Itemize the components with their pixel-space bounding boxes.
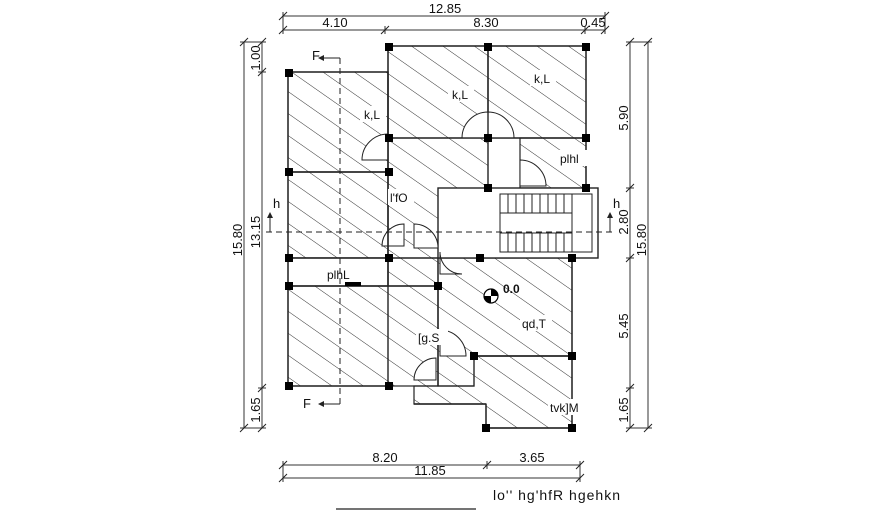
- level-marker-icon: [483, 288, 499, 304]
- bottom-dimension-lines: [278, 460, 585, 483]
- dim-left-total: 15.80: [230, 224, 245, 257]
- dim-left-bottom: 1.65: [248, 397, 263, 422]
- label-toilet-top: plhl: [560, 152, 579, 166]
- label-bedroom-right: k,L: [534, 72, 550, 86]
- label-kitchen: [g.S: [418, 331, 439, 345]
- dim-top-seg-3: 0.45: [580, 15, 605, 30]
- dim-right-seg-3: 5.45: [616, 313, 631, 338]
- level-value: 0.0: [503, 282, 520, 296]
- label-living: qd,T: [522, 317, 547, 331]
- room-kitchen: [287, 285, 439, 387]
- section-lines: [266, 55, 613, 407]
- columns: [285, 43, 590, 432]
- section-marker-top: F: [312, 48, 320, 63]
- drawing-title: lo'' hg'hfR hgehkn: [493, 487, 621, 503]
- dim-right-seg-1: 5.90: [616, 105, 631, 130]
- dim-top-total: 12.85: [429, 1, 462, 16]
- dim-left-inner: 13.15: [248, 216, 263, 249]
- dim-right-seg-4: 1.65: [616, 397, 631, 422]
- dim-right-seg-2: 2.80: [616, 209, 631, 234]
- dim-bottom-seg-2: 3.65: [519, 450, 544, 465]
- dim-right-total: 15.80: [634, 224, 649, 257]
- staircase: [437, 187, 599, 259]
- corridor-upper: [388, 138, 488, 230]
- dim-bottom-total: 11.85: [414, 463, 446, 478]
- label-porch: tvk]M: [550, 401, 579, 415]
- dim-top-seg-2: 8.30: [473, 15, 498, 30]
- section-marker-right: h: [613, 196, 620, 211]
- right-dimension-lines: [625, 37, 653, 433]
- label-bedroom-left: k,L: [364, 108, 380, 122]
- left-dimension-lines: [239, 37, 267, 433]
- room-dining: [287, 171, 389, 259]
- label-toilet-left: plhL: [327, 268, 350, 282]
- label-bedroom-mid: k,L: [452, 88, 468, 102]
- dim-top-seg-1: 4.10: [322, 15, 347, 30]
- room-labels: k,L k,L k,L plhl l'fO plhL [g.S qd,T tvk…: [327, 70, 588, 415]
- section-marker-bottom: F: [303, 396, 311, 411]
- section-marker-left: h: [273, 196, 280, 211]
- top-dimension-lines: [278, 11, 610, 35]
- dim-bottom-seg-1: 8.20: [372, 450, 397, 465]
- door-swings: [361, 111, 547, 381]
- label-dining: l'fO: [390, 191, 408, 205]
- dim-left-top: 1.00: [248, 45, 263, 70]
